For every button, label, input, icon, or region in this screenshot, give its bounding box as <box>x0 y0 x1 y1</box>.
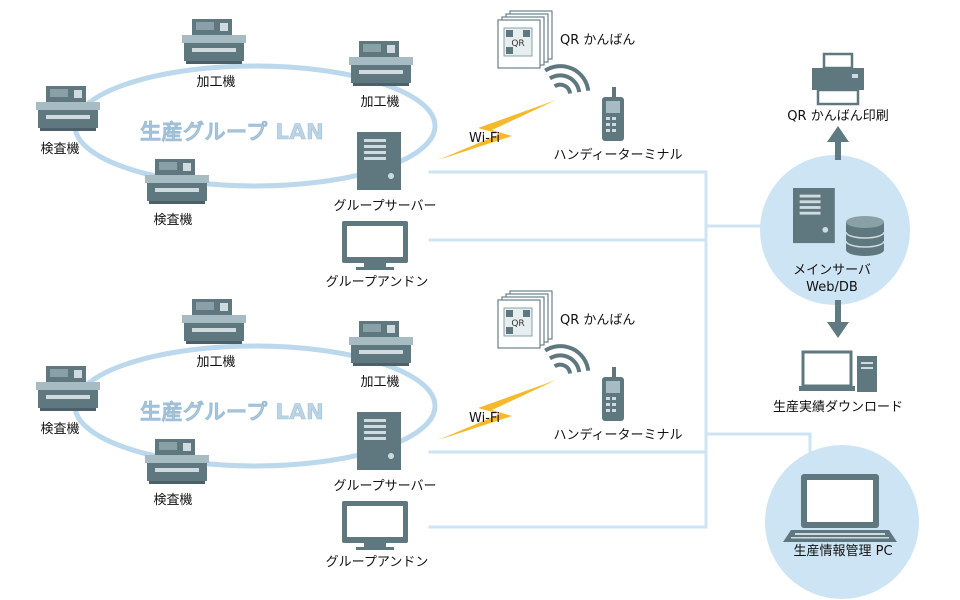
machine-label: 加工機 <box>196 75 236 90</box>
wifi-icon <box>544 64 591 94</box>
andon-label: グループアンドン <box>325 555 429 570</box>
qr-label: QR かんばん <box>560 33 636 48</box>
laptop-icon <box>783 474 897 542</box>
machine-label: 加工機 <box>196 355 236 370</box>
server-label: グループサーバー <box>333 479 437 494</box>
connection-lines <box>428 170 812 529</box>
handy-label: ハンディーターミナル <box>553 428 683 443</box>
handy-terminal-icon <box>602 87 624 141</box>
machine-label: 検査機 <box>40 422 80 437</box>
andon-label: グループアンドン <box>325 275 429 290</box>
machine-icon <box>36 86 100 131</box>
machine-icon <box>145 159 209 204</box>
wifi-label: Wi-Fi <box>469 131 501 146</box>
machine-icon <box>349 321 413 366</box>
monitor-icon <box>342 501 408 550</box>
machine-label: 加工機 <box>360 375 400 390</box>
lan-title: 生産グループ LAN <box>140 400 325 425</box>
monitor-icon <box>342 221 408 270</box>
handy-label: ハンディーターミナル <box>553 148 683 163</box>
qr-kanban-icon: QR <box>497 10 553 69</box>
main-server-icon <box>793 188 835 244</box>
server-label: グループサーバー <box>333 199 437 214</box>
machine-icon <box>145 439 209 484</box>
qr-mark-text: QR <box>511 319 524 329</box>
qr-print-label: QR かんばん印刷 <box>787 109 889 124</box>
arrow-up-to-printer <box>827 126 849 160</box>
server-icon <box>357 412 401 470</box>
lan-title: 生産グループ LAN <box>140 120 325 145</box>
printer-icon <box>812 52 864 106</box>
machine-icon <box>182 299 246 344</box>
machine-icon <box>182 19 246 64</box>
qr-label: QR かんばん <box>560 313 636 328</box>
main-server-label: メインサーバ <box>793 263 871 278</box>
arrow-down-to-download <box>827 300 849 338</box>
machine-icon <box>349 41 413 86</box>
wifi-icon <box>544 344 591 374</box>
machine-label: 加工機 <box>360 95 400 110</box>
machine-icon <box>36 366 100 411</box>
server-icon <box>357 132 401 190</box>
wifi-label: Wi-Fi <box>469 411 501 426</box>
database-icon <box>845 216 885 256</box>
wifi-bolt-icon <box>438 380 556 440</box>
download-label: 生産実績ダウンロード <box>772 400 904 415</box>
machine-label: 検査機 <box>153 493 193 508</box>
qr-kanban-icon: QR <box>497 290 553 349</box>
machine-label: 検査機 <box>153 213 193 228</box>
wifi-bolt-icon <box>438 100 556 160</box>
pc-label: 生産情報管理 PC <box>793 544 893 559</box>
handy-terminal-icon <box>602 367 624 421</box>
machine-label: 検査機 <box>40 142 80 157</box>
main-server-sublabel: Web/DB <box>806 280 858 295</box>
desktop-pc-icon <box>799 350 877 392</box>
qr-mark-text: QR <box>511 39 524 49</box>
